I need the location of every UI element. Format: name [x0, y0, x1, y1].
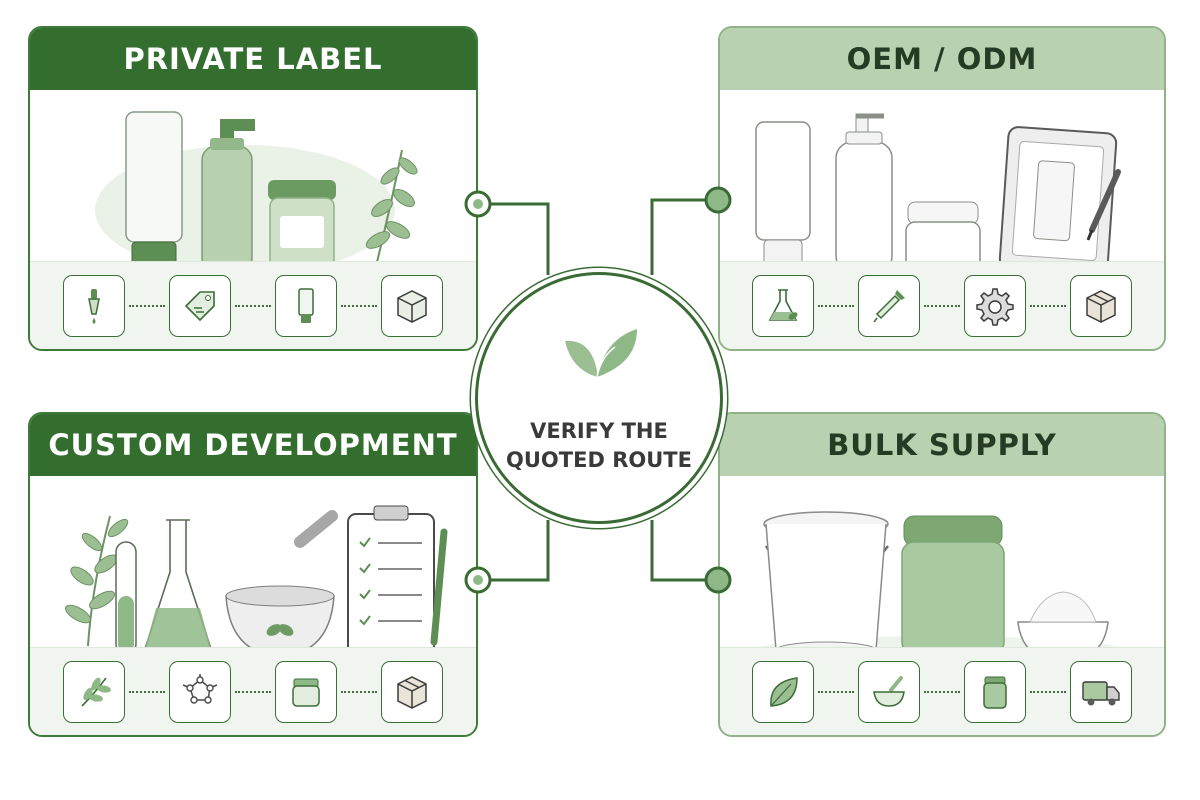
- connector-bulk-supply: [650, 520, 718, 582]
- dropper-icon: [88, 288, 100, 324]
- illustration-private-label: [95, 111, 418, 275]
- connector-private-label: [478, 202, 550, 275]
- step-tube: [275, 274, 337, 337]
- flask-icon: [768, 288, 798, 321]
- connector-oem-odm: [650, 198, 718, 275]
- steps-bulk-supply: [720, 647, 1164, 735]
- step-box: [381, 660, 443, 723]
- jar-icon: [292, 678, 320, 707]
- box-icon: [1086, 289, 1116, 323]
- test-tube-icon: [115, 541, 137, 655]
- steps-custom-development: [30, 647, 476, 735]
- bucket-icon: [763, 511, 889, 659]
- tag-icon: [184, 290, 215, 321]
- flask-icon: [142, 519, 214, 653]
- truck-icon: [1082, 680, 1120, 705]
- mortar-icon: [873, 675, 905, 707]
- steps-oem-odm: [720, 261, 1164, 349]
- step-tag: [169, 274, 231, 337]
- step-truck: [1070, 660, 1132, 723]
- design-tablet-icon: [998, 126, 1121, 276]
- illustration-bulk-supply: [750, 511, 1130, 668]
- dropper-icon: [873, 289, 905, 322]
- step-sprig: [63, 660, 125, 723]
- gear-icon: [976, 287, 1014, 326]
- large-jar-icon: [901, 515, 1005, 655]
- sprig-icon: [365, 149, 418, 271]
- pump-bottle-icon: [835, 113, 893, 273]
- step-flask: [752, 274, 814, 337]
- jar-icon: [268, 180, 336, 273]
- sprig-icon: [65, 515, 129, 647]
- step-gear: [964, 274, 1026, 337]
- step-dropper: [858, 274, 920, 337]
- steps-private-label: [30, 261, 476, 349]
- step-molecule: [169, 660, 231, 723]
- mortar-icon: [225, 510, 338, 657]
- jar-icon: [983, 676, 1007, 709]
- panel-private-label: PRIVATE LABEL: [28, 26, 478, 351]
- panel-bulk-supply: BULK SUPPLY: [718, 412, 1166, 737]
- step-jar: [275, 660, 337, 723]
- step-jar: [964, 660, 1026, 723]
- sprig-icon: [81, 677, 111, 707]
- tube-icon: [125, 111, 183, 273]
- panel-title-bulk-supply: BULK SUPPLY: [720, 414, 1164, 476]
- step-leaf: [752, 660, 814, 723]
- illustration-custom-development: [65, 505, 448, 657]
- leaf-icon: [770, 676, 798, 707]
- leaf-icon: [565, 329, 637, 378]
- illustration-oem-odm: [755, 113, 1121, 276]
- pump-bottle-icon: [201, 119, 255, 273]
- panel-custom-development: CUSTOM DEVELOPMENT: [28, 412, 478, 737]
- connector-custom-development: [478, 520, 550, 582]
- step-box: [1070, 274, 1132, 337]
- panel-oem-odm: OEM / ODM: [718, 26, 1166, 351]
- step-box: [381, 274, 443, 337]
- tube-icon: [755, 121, 811, 271]
- center-hub: VERIFY THE QUOTED ROUTE: [475, 272, 723, 524]
- panel-title-oem-odm: OEM / ODM: [720, 28, 1164, 90]
- panel-title-custom-development: CUSTOM DEVELOPMENT: [30, 414, 476, 476]
- molecule-icon: [182, 673, 218, 704]
- step-dropper: [63, 274, 125, 337]
- box-icon: [397, 675, 427, 709]
- step-mortar: [858, 660, 920, 723]
- tube-icon: [298, 287, 314, 323]
- panel-title-private-label: PRIVATE LABEL: [30, 28, 476, 90]
- center-title: VERIFY THE QUOTED ROUTE: [506, 419, 692, 472]
- box-icon: [397, 289, 427, 323]
- clipboard-icon: [347, 505, 448, 655]
- jar-icon: [905, 201, 981, 273]
